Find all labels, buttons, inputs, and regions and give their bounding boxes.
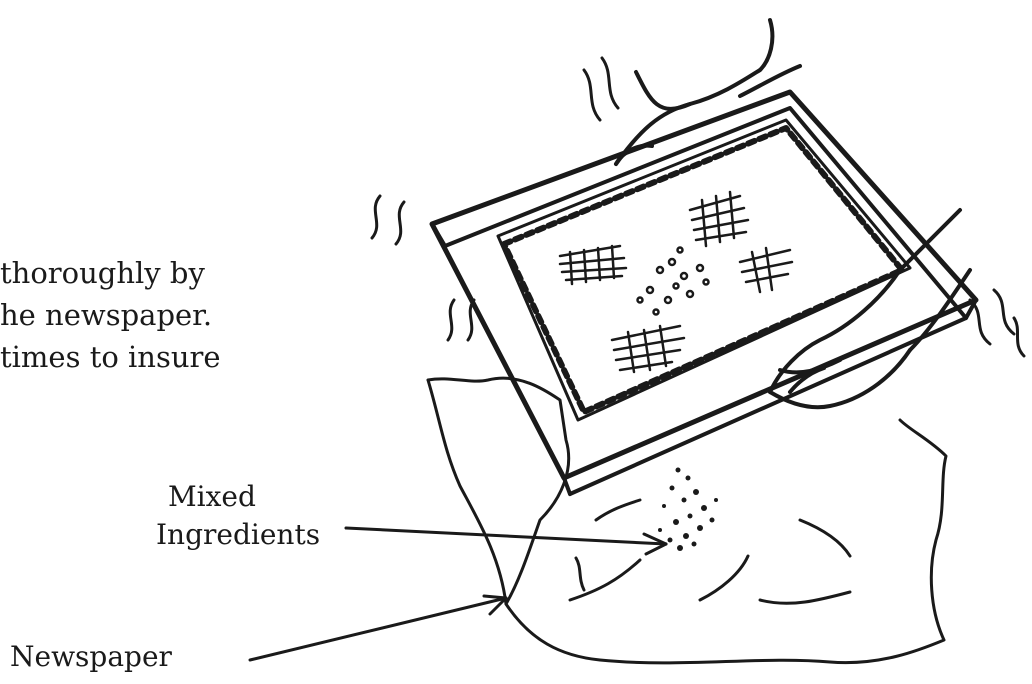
label-mixed-line-2: Ingredients (156, 516, 320, 554)
screen-pieces (560, 192, 792, 372)
arrow-mixed-ingredients (346, 528, 666, 554)
newspaper-sheet (428, 378, 946, 663)
instruction-line-2: he newspaper. (0, 294, 340, 336)
label-mixed-line-1: Mixed (156, 478, 320, 516)
instruction-text: thoroughly by he newspaper. times to ins… (0, 252, 340, 378)
label-mixed-ingredients: Mixed Ingredients (156, 478, 320, 554)
instruction-line-3: times to insure (0, 336, 340, 378)
label-newspaper: Newspaper (10, 638, 172, 676)
instruction-line-1: thoroughly by (0, 252, 340, 294)
sieve-frame (432, 92, 976, 494)
arrow-newspaper (250, 596, 506, 660)
falling-ingredients (658, 468, 718, 552)
